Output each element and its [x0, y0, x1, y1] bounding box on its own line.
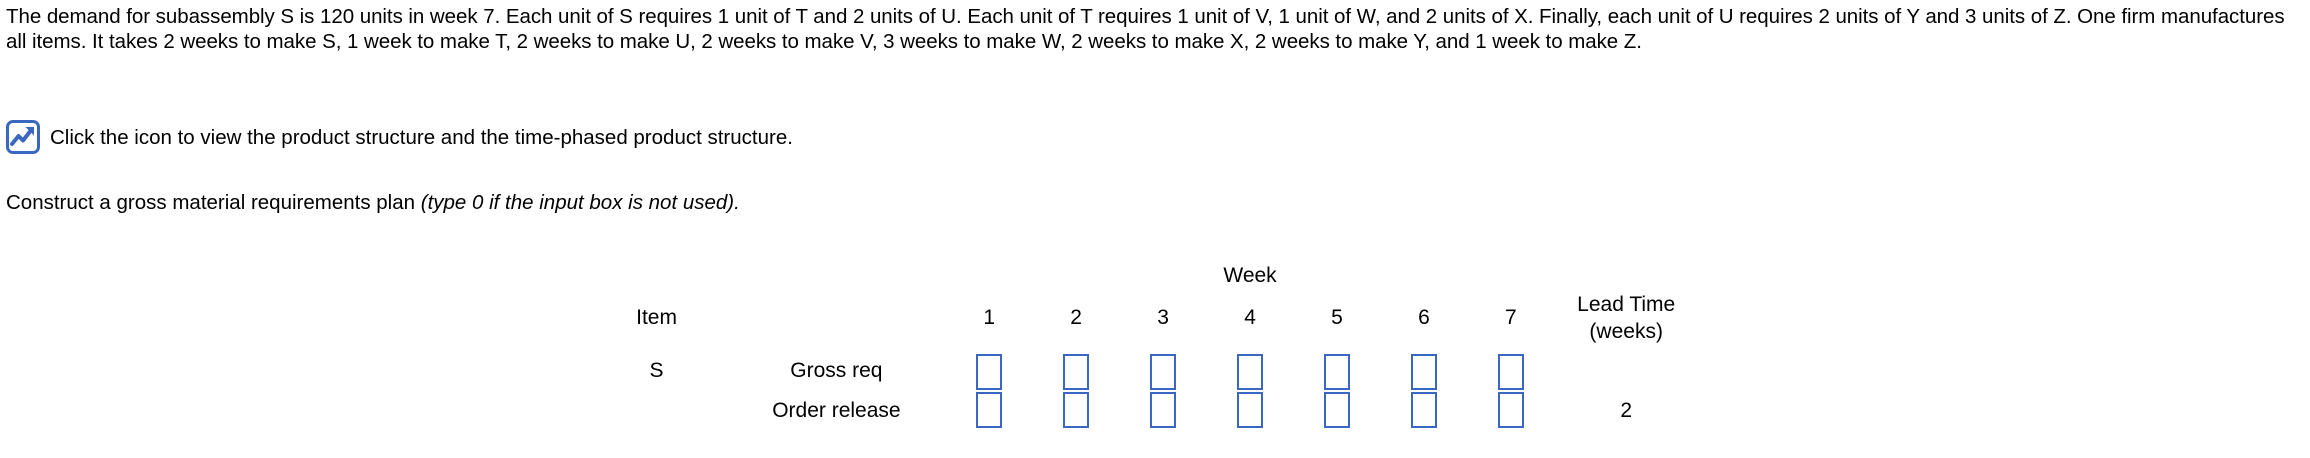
cell-gross-req-week-5	[1294, 351, 1381, 391]
input-gross-req-week-7[interactable]	[1497, 354, 1524, 390]
problem-statement: The demand for subassembly S is 120 unit…	[6, 5, 2285, 53]
cell-order-release-week-7	[1467, 391, 1554, 431]
construct-instruction-main: Construct a gross material requirements …	[6, 191, 421, 214]
table-row: Order release 2	[608, 391, 1698, 431]
column-header-week-5: 5	[1331, 306, 1343, 329]
input-order-release-week-7[interactable]	[1497, 392, 1524, 428]
column-header-week-6: 6	[1418, 306, 1430, 329]
input-gross-req-week-1[interactable]	[976, 354, 1003, 390]
input-order-release-week-2[interactable]	[1063, 392, 1090, 428]
cell-lead-time-gross-req	[1554, 351, 1698, 391]
input-order-release-week-6[interactable]	[1410, 392, 1437, 428]
table-group-header-row: Week	[608, 261, 1698, 291]
row-label-gross-req: Gross req	[790, 359, 883, 382]
cell-order-release-week-6	[1380, 391, 1467, 431]
spacer-item-col	[608, 261, 705, 291]
lead-time-header-line1: Lead Time	[1577, 293, 1676, 316]
input-gross-req-week-5[interactable]	[1323, 354, 1350, 390]
icon-instruction-line: Click the icon to view the product struc…	[6, 120, 793, 154]
chart-icon[interactable]	[6, 120, 40, 154]
spacer-label-col	[705, 261, 946, 291]
row-item-blank	[608, 391, 705, 431]
construct-instruction: Construct a gross material requirements …	[6, 190, 740, 215]
cell-lead-time-order-release: 2	[1620, 399, 1633, 422]
construct-instruction-hint: (type 0 if the input box is not used).	[420, 191, 740, 214]
spacer-lead-col	[1554, 261, 1698, 291]
cell-order-release-week-2	[1033, 391, 1120, 431]
cell-gross-req-week-3	[1120, 351, 1207, 391]
cell-order-release-week-3	[1120, 391, 1207, 431]
cell-gross-req-week-4	[1207, 351, 1294, 391]
cell-order-release-week-5	[1294, 391, 1381, 431]
table-row: S Gross req	[608, 351, 1698, 391]
chart-icon-glyph	[10, 127, 34, 146]
column-header-week-1: 1	[983, 306, 996, 329]
cell-order-release-week-1	[946, 391, 1033, 431]
input-gross-req-week-3[interactable]	[1150, 354, 1177, 390]
column-header-lead-time: Lead Time (weeks)	[1554, 291, 1698, 347]
input-order-release-week-1[interactable]	[976, 392, 1003, 428]
cell-gross-req-week-7	[1467, 351, 1554, 391]
input-gross-req-week-2[interactable]	[1063, 354, 1090, 390]
icon-instruction-text: Click the icon to view the product struc…	[50, 125, 793, 149]
column-header-week-2: 2	[1070, 306, 1082, 329]
column-header-label-blank	[705, 291, 946, 347]
lead-time-header-line2: (weeks)	[1589, 320, 1663, 343]
table-header-row: Item 1 2 3 4 5 6 7 Lead Time (weeks)	[608, 291, 1698, 347]
input-gross-req-week-4[interactable]	[1237, 354, 1264, 390]
input-order-release-week-4[interactable]	[1237, 392, 1264, 428]
input-order-release-week-3[interactable]	[1150, 392, 1177, 428]
week-group-label: Week	[1223, 264, 1277, 287]
column-header-week-4: 4	[1244, 306, 1256, 329]
column-header-week-3: 3	[1157, 306, 1169, 329]
column-header-week-7: 7	[1505, 306, 1517, 329]
row-item-s: S	[649, 359, 664, 382]
cell-gross-req-week-6	[1380, 351, 1467, 391]
input-gross-req-week-6[interactable]	[1410, 354, 1437, 390]
mrp-table-container: Week Item 1 2 3 4 5 6 7 Lead Time (weeks…	[608, 258, 1698, 435]
column-header-item: Item	[636, 306, 677, 329]
cell-order-release-week-4	[1207, 391, 1294, 431]
cell-gross-req-week-1	[946, 351, 1033, 391]
input-order-release-week-5[interactable]	[1323, 392, 1350, 428]
cell-gross-req-week-2	[1033, 351, 1120, 391]
row-label-order-release: Order release	[772, 399, 901, 422]
table-rule-bottom	[608, 431, 1698, 435]
mrp-table: Week Item 1 2 3 4 5 6 7 Lead Time (weeks…	[608, 258, 1698, 435]
